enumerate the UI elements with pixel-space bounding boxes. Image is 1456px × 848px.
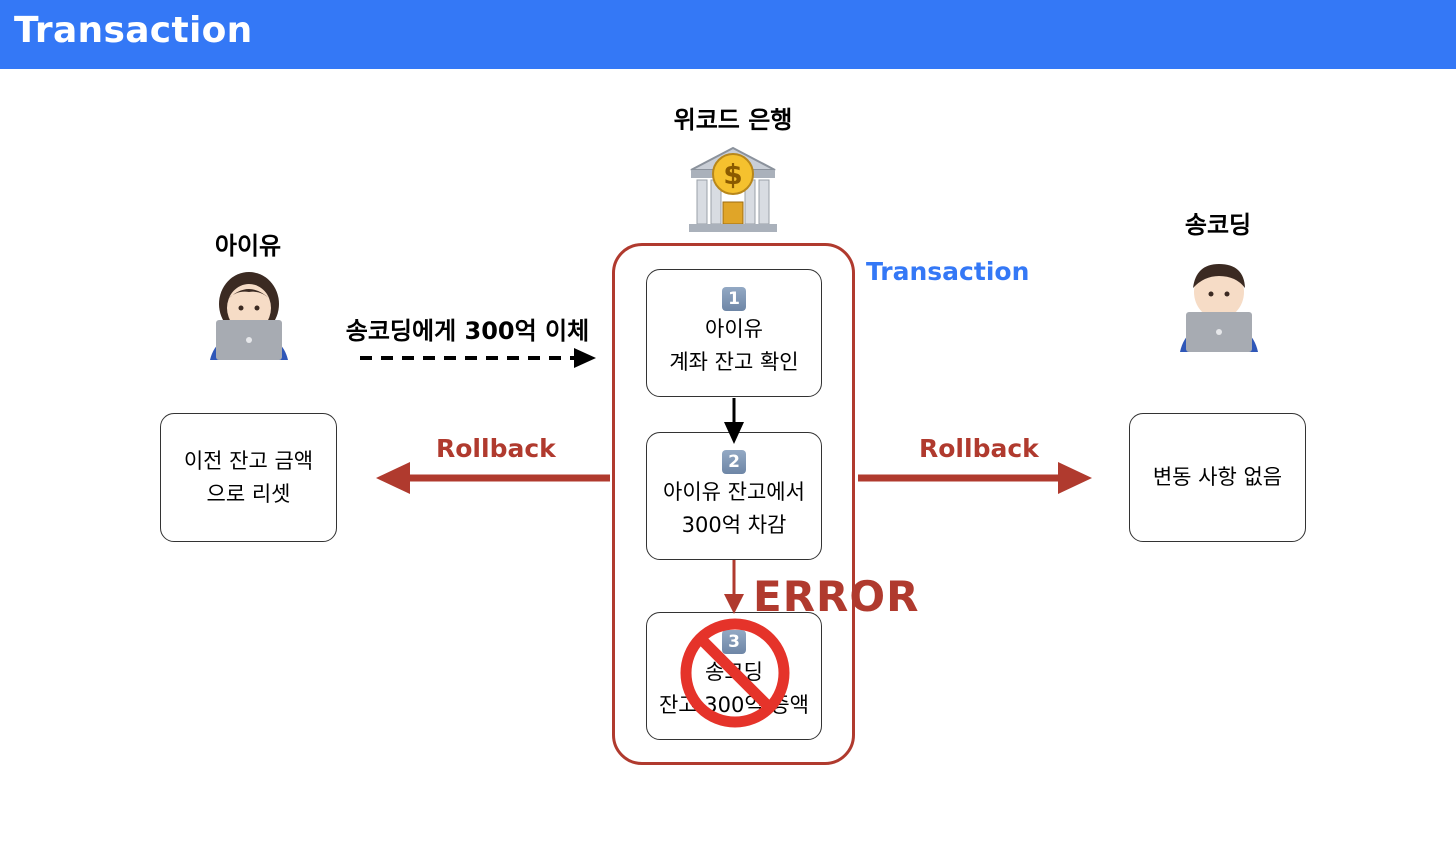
rollback-right-result-box: 변동 사항 없음	[1129, 413, 1306, 542]
rollback-right-label: Rollback	[919, 434, 1039, 463]
step-2-box: 2 아이유 잔고에서 300억 차감	[646, 432, 822, 560]
step-3-badge: 3	[722, 630, 746, 654]
woman-technologist-icon	[210, 272, 288, 360]
transaction-boundary	[612, 243, 855, 765]
step-2-badge: 2	[722, 450, 746, 474]
man-technologist-icon	[1180, 264, 1258, 352]
step-1-badge: 1	[722, 287, 746, 311]
step-1-line-1: 아이유	[705, 317, 763, 341]
page-title: Transaction	[14, 10, 253, 51]
rollback-right-arrow	[858, 462, 1092, 494]
step-2-line-2: 300억 차감	[681, 513, 787, 537]
sender-name: 아이유	[214, 232, 282, 260]
rollback-right-result-line-1: 변동 사항 없음	[1152, 465, 1283, 489]
transfer-arrow	[360, 348, 596, 368]
no-entry-icon	[680, 618, 790, 728]
rollback-left-arrow	[376, 462, 610, 494]
rollback-left-result-line-2: 으로 리셋	[206, 481, 291, 506]
step-3-line-2: 잔고 300억 증액	[658, 693, 810, 717]
transfer-label: 송코딩에게 300억 이체	[345, 317, 590, 345]
step-1-box: 1 아이유 계좌 잔고 확인	[646, 269, 822, 397]
rollback-left-result-line-1: 이전 잔고 금액	[183, 448, 314, 473]
rollback-left-result-box: 이전 잔고 금액 으로 리셋	[160, 413, 337, 542]
rollback-left-label: Rollback	[436, 434, 556, 463]
step-2-line-1: 아이유 잔고에서	[663, 480, 805, 504]
transaction-label: Transaction	[866, 257, 1030, 286]
step-2-to-3-arrow	[724, 560, 744, 614]
step-1-line-2: 계좌 잔고 확인	[669, 350, 799, 374]
bank-label: 위코드 은행	[673, 106, 793, 134]
bank-icon: $	[689, 146, 777, 232]
step-1-to-2-arrow	[724, 398, 744, 444]
svg-text:$: $	[723, 158, 742, 191]
error-label: ERROR	[753, 572, 920, 621]
receiver-name: 송코딩	[1184, 211, 1252, 239]
header-bar: Transaction	[0, 0, 1456, 69]
